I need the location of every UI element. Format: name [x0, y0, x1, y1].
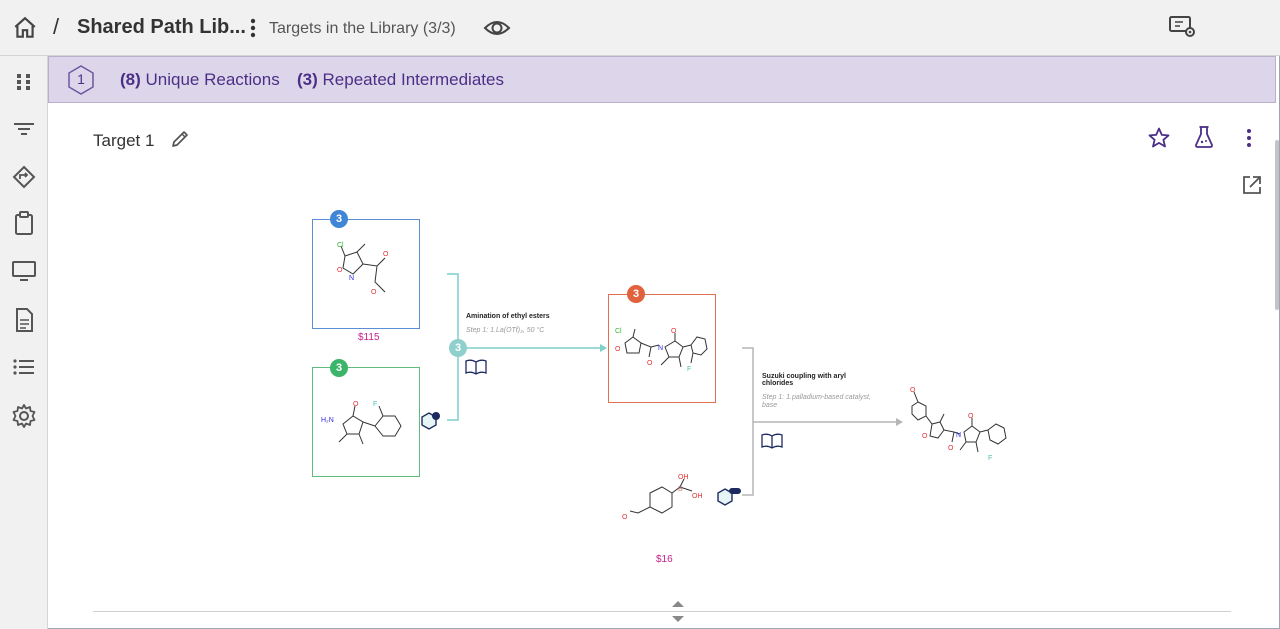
- atom-label: O: [383, 251, 389, 258]
- atom-label: OH: [692, 493, 703, 500]
- atom-label: Cl: [337, 242, 344, 249]
- atom-label: O: [910, 387, 916, 394]
- atom-label: N: [956, 432, 961, 439]
- monitor-icon[interactable]: [11, 258, 37, 284]
- home-icon[interactable]: [12, 15, 38, 41]
- sidebar: [0, 56, 48, 629]
- unique-count: (8): [120, 70, 141, 89]
- book-icon[interactable]: [464, 358, 488, 376]
- reaction-condition-line2: base: [762, 402, 778, 409]
- atom-label: O: [337, 267, 343, 274]
- eye-icon[interactable]: [483, 15, 511, 41]
- molecule-structure: Cl O O N O F: [615, 328, 708, 373]
- top-bar: / Shared Path Lib... Targets in the Libr…: [0, 0, 1280, 56]
- edit-icon[interactable]: [170, 129, 190, 149]
- reactant-count-badge: 3: [330, 210, 348, 228]
- atom-label: O: [647, 360, 653, 367]
- resize-handle-icon[interactable]: [670, 599, 686, 625]
- page-subtitle: Targets in the Library (3/3): [269, 20, 456, 37]
- breadcrumb-separator: /: [53, 14, 60, 39]
- star-icon[interactable]: [1147, 126, 1171, 150]
- atom-label: O: [922, 433, 928, 440]
- target-product-structure[interactable]: O O O N O F: [900, 378, 1015, 468]
- vertical-scrollbar[interactable]: [1275, 56, 1279, 629]
- step-badge: 3: [449, 339, 467, 357]
- arrowhead-step-2: [896, 418, 903, 426]
- clipboard-icon[interactable]: [11, 210, 37, 236]
- more-vertical-icon[interactable]: [246, 17, 260, 39]
- document-icon[interactable]: [11, 307, 37, 333]
- gear-icon[interactable]: [11, 403, 37, 429]
- atom-label: O: [948, 445, 954, 452]
- unique-label: Unique Reactions: [145, 70, 280, 89]
- bracket-step-2: [742, 347, 754, 496]
- reaction-name-line2: chlorides: [762, 380, 794, 387]
- molecule-structure: H₂N O F: [321, 401, 402, 445]
- atom-label: F: [988, 455, 992, 462]
- more-vertical-icon[interactable]: [1243, 127, 1255, 149]
- reactant-card[interactable]: Cl O N O O: [312, 219, 420, 329]
- unique-reactions-link[interactable]: (8) Unique Reactions: [120, 70, 280, 90]
- molecule-structure: Cl O N O O: [337, 242, 389, 296]
- atom-label: O: [622, 514, 628, 521]
- reaction-condition: Step 1: 1.palladium-based catalyst,: [762, 394, 871, 401]
- repeated-label: Repeated Intermediates: [322, 70, 504, 89]
- reactant-price: $115: [358, 332, 380, 343]
- reaction-name: Amination of ethyl esters: [466, 313, 550, 320]
- reactant-price: $16: [656, 554, 673, 565]
- atom-label: O: [968, 413, 974, 420]
- step-number: 1: [77, 71, 85, 87]
- arrowhead-step-1: [600, 344, 607, 352]
- grid-icon[interactable]: [11, 69, 37, 95]
- display-settings-icon[interactable]: [1168, 14, 1198, 40]
- atom-label: O: [371, 289, 377, 296]
- scroll-thumb[interactable]: [1275, 140, 1279, 310]
- atom-label: O: [353, 401, 359, 408]
- atom-label: F: [373, 401, 377, 408]
- commercial-source-icon[interactable]: [420, 410, 442, 432]
- section-divider: [93, 611, 1231, 612]
- flask-icon[interactable]: [1193, 125, 1215, 149]
- summary-banner: 1 (8) Unique Reactions (3) Repeated Inte…: [48, 56, 1276, 103]
- atom-label: O: [615, 346, 621, 353]
- commercial-source-icon[interactable]: [716, 486, 742, 506]
- list-icon[interactable]: [11, 354, 37, 380]
- atom-label: H₂N: [321, 417, 334, 424]
- atom-label: O: [671, 328, 677, 335]
- hexagon-step-icon: [68, 65, 94, 95]
- book-icon[interactable]: [760, 432, 784, 450]
- filter-icon[interactable]: [11, 116, 37, 142]
- target-title: Target 1: [93, 131, 155, 150]
- reactant-structure[interactable]: OH B OH O: [612, 465, 722, 535]
- library-title[interactable]: Shared Path Lib...: [77, 16, 246, 38]
- reaction-name: Suzuki coupling with aryl: [762, 373, 847, 380]
- atom-label: OH: [678, 474, 689, 481]
- atom-label: B: [678, 486, 683, 493]
- atom-label: N: [658, 345, 663, 352]
- reaction-condition: Step 1: 1.La(OTf)₃, 50 °C: [466, 327, 545, 334]
- intermediate-card[interactable]: Cl O O N O F: [608, 294, 716, 403]
- route-icon[interactable]: [11, 164, 37, 190]
- repeated-count: (3): [297, 70, 318, 89]
- open-external-icon[interactable]: [1241, 174, 1263, 196]
- reactant-card[interactable]: H₂N O F: [312, 367, 420, 477]
- intermediate-count-badge: 3: [627, 285, 645, 303]
- atom-label: N: [349, 275, 354, 282]
- repeated-intermediates-link[interactable]: (3) Repeated Intermediates: [297, 70, 504, 90]
- reactant-count-badge: 3: [330, 359, 348, 377]
- atom-label: Cl: [615, 328, 622, 335]
- atom-label: F: [687, 366, 691, 373]
